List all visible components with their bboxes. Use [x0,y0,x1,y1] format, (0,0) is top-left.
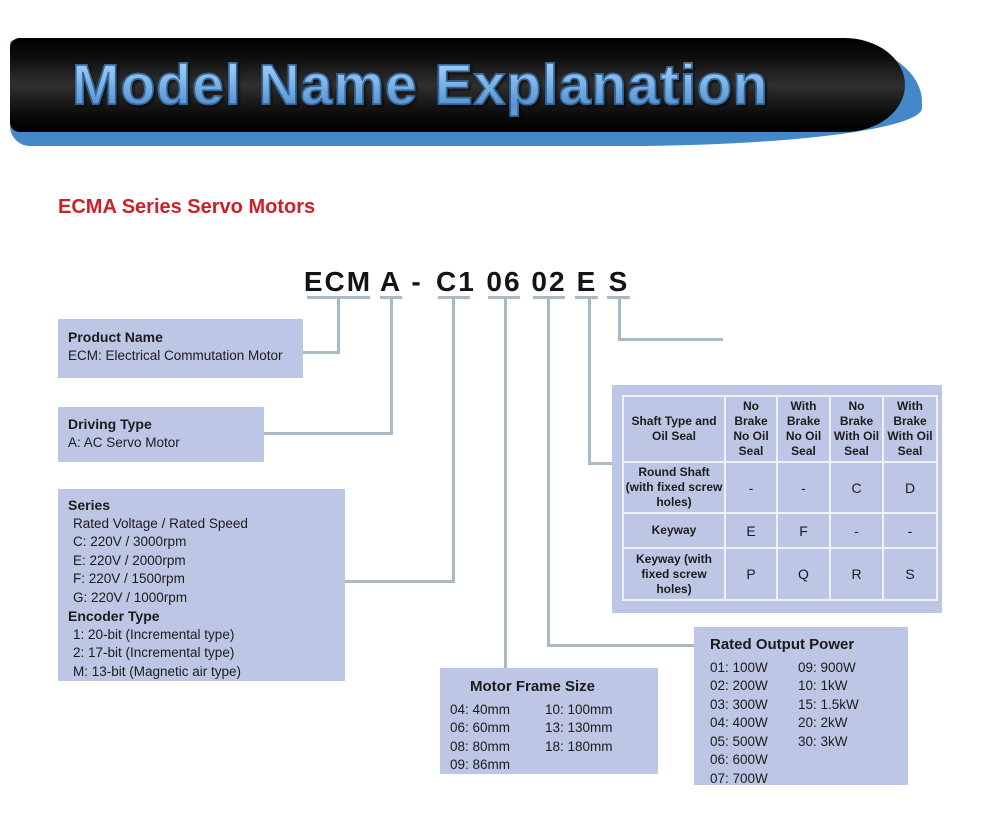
power-item: 04: 400W [710,715,768,730]
shaft-table-row-label: Keyway [622,512,726,549]
encoder-line: M: 13-bit (Magnetic air type) [73,663,242,679]
connector-06-vertical [504,296,507,668]
shaft-table-header-cell: Shaft Type and Oil Seal [622,395,726,463]
connector-02-vertical [547,296,550,647]
power-item: 07: 700W [710,770,768,786]
shaft-table-row-label: Round Shaft (with fixed screw holes) [622,461,726,514]
shaft-table: Shaft Type and Oil Seal No Brake No Oil … [622,395,938,601]
product-name-title: Product Name [68,329,163,345]
shaft-table-header-cell: No Brake With Oil Seal [829,395,884,463]
product-name-box: Product Name ECM: Electrical Commutation… [58,319,303,378]
series-box: Series Rated Voltage / Rated Speed C: 22… [58,489,345,681]
banner: Model Name Explanation [10,38,905,132]
connector-02-horizontal [547,644,694,647]
shaft-table-cell: - [882,512,938,549]
frame-size-item: 10: 100mm [545,701,613,717]
connector-c1-vertical [452,296,455,583]
driving-type-box: Driving Type A: AC Servo Motor [58,407,264,462]
driving-type-title: Driving Type [68,416,152,432]
series-subtitle: Rated Voltage / Rated Speed [73,515,248,531]
connector-s-vertical [618,296,621,341]
model-code-segment-s: S [608,266,630,297]
series-line: C: 220V / 3000rpm [73,534,187,549]
connector-a-horizontal [264,432,393,435]
frame-size-item: 08: 80mm [450,738,511,754]
rated-output-power-box: Rated Output Power 01: 100W 02: 200W 03:… [694,627,908,786]
connector-ecm-horizontal [303,351,340,354]
connector-ecm-vertical [337,296,340,354]
shaft-table-header-cell: No Brake No Oil Seal [724,395,778,463]
connector-s-horizontal [618,338,723,341]
shaft-table-header-cell: With Brake With Oil Seal [882,395,938,463]
shaft-table-cell: - [776,461,831,514]
shaft-table-cell: P [724,547,778,601]
page-title: Model Name Explanation [71,38,769,132]
power-item: 15: 1.5kW [798,696,859,712]
encoder-type-title: Encoder Type [68,608,160,624]
series-line: G: 220V / 1000rpm [73,589,188,605]
model-code-segment-06: 06 [486,266,522,297]
connector-c1-horizontal [345,580,455,583]
power-item: 06: 600W [710,752,768,767]
rated-output-power-title: Rated Output Power [710,636,855,653]
model-code-segment-02: 02 [531,266,567,297]
frame-size-item: 09: 86mm [450,757,511,772]
power-item: 09: 900W [798,659,856,675]
frame-size-item: 06: 60mm [450,720,511,735]
underline-e [575,296,598,299]
shaft-table-cell: - [724,461,778,514]
driving-type-line: A: AC Servo Motor [68,434,180,450]
series-title: Series [68,497,111,513]
power-item: 30: 3kW [798,733,848,749]
model-code-dash: - [411,266,423,297]
product-name-line: ECM: Electrical Commutation Motor [68,347,283,363]
model-code-segment-ecm: ECM [303,266,373,297]
model-code-segment-e: E [576,266,598,297]
frame-size-item: 18: 180mm [545,738,613,754]
power-item: 05: 500W [710,733,768,749]
power-item: 03: 300W [710,696,768,712]
shaft-table-cell: R [829,547,884,601]
model-code-segment-a: A [379,266,403,297]
shaft-table-box: Shaft Type and Oil Seal No Brake No Oil … [612,385,942,613]
model-code-segment-c1: C1 [436,266,476,297]
shaft-table-header-cell: With Brake No Oil Seal [776,395,831,463]
encoder-line: 1: 20-bit (Incremental type) [73,626,235,642]
motor-frame-size-title: Motor Frame Size [470,678,596,695]
encoder-line: 2: 17-bit (Incremental type) [73,645,235,660]
section-title: ECMA Series Servo Motors [58,196,316,218]
frame-size-item: 04: 40mm [450,701,511,717]
series-line: E: 220V / 2000rpm [73,552,186,568]
shaft-table-cell: Q [776,547,831,601]
connector-e-horizontal [588,462,614,465]
shaft-table-row-label: Keyway (with fixed screw holes) [622,547,726,601]
shaft-table-cell: - [829,512,884,549]
series-line: F: 220V / 1500rpm [73,571,185,586]
frame-size-item: 13: 130mm [545,720,613,735]
power-item: 20: 2kW [798,715,848,730]
power-item: 01: 100W [710,659,768,675]
connector-a-vertical [390,296,393,435]
power-item: 02: 200W [710,678,768,693]
shaft-table-cell: F [776,512,831,549]
power-item: 10: 1kW [798,678,848,693]
motor-frame-size-box: Motor Frame Size 04: 40mm 06: 60mm 08: 8… [440,668,658,774]
shaft-table-cell: E [724,512,778,549]
connector-e-vertical [588,296,591,465]
shaft-table-cell: D [882,461,938,514]
shaft-table-cell: S [882,547,938,601]
shaft-table-cell: C [829,461,884,514]
